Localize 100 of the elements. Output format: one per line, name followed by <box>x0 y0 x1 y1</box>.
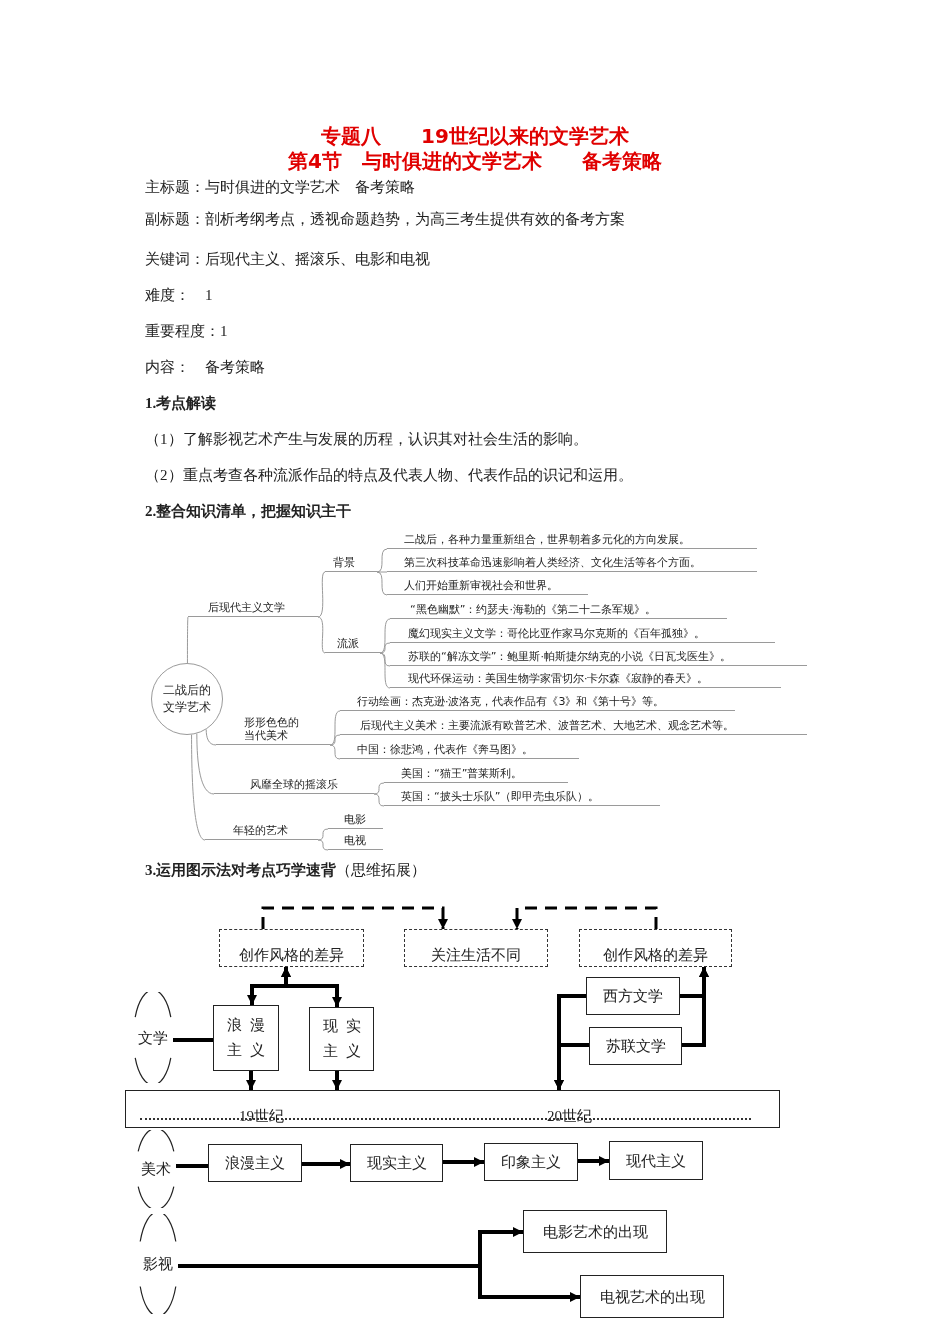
branch-topic <box>387 556 757 572</box>
branch-topic <box>325 637 380 653</box>
arrow <box>578 1156 609 1166</box>
branch-topic <box>325 556 377 572</box>
branch-line <box>373 782 385 795</box>
branch-line <box>379 652 391 689</box>
body-text: 3.运用图示法对考点巧学速背（思维拓展） <box>145 861 427 880</box>
branch-line <box>376 548 388 573</box>
branch-topic <box>390 603 727 619</box>
body-text: 难度： 1 <box>145 286 213 305</box>
branch-topic <box>188 601 318 617</box>
arrow <box>178 1264 580 1302</box>
node-text: 魔幻现实主义文学：哥伦比亚作家马尔克斯的《百年孤独》。 <box>408 627 705 640</box>
node-text: 美术 <box>141 1160 171 1179</box>
arrow <box>443 1157 484 1167</box>
branch-topic <box>387 533 757 549</box>
body-text: 副标题：剖析考纲考点，透视命题趋势，为高三考生提供有效的备考方案 <box>145 210 625 229</box>
body-text: 主标题：与时俱进的文学艺术 备考策略 <box>145 178 415 197</box>
arrow <box>261 906 448 929</box>
node-text: 影视 <box>143 1255 173 1274</box>
node-text: 电影 <box>344 813 366 826</box>
node-text: 电视 <box>344 834 366 847</box>
page-subtitle: 第4节 与时俱进的文学艺术 备考策略 <box>287 148 663 174</box>
branch-line <box>317 616 326 654</box>
node-text: “黑色幽默”：约瑟夫·海勒的《第二十二条军规》。 <box>410 603 656 616</box>
branch-topic <box>384 767 568 783</box>
arrow <box>281 967 342 1007</box>
process-box <box>350 1144 443 1182</box>
node-text: 浪漫主义 <box>225 1154 285 1173</box>
node-text: 背景 <box>333 556 355 569</box>
arrow <box>682 967 709 1047</box>
branch-line <box>317 839 329 851</box>
process-box <box>309 1007 374 1071</box>
node-text: 二战后，各种力量重新组合，世界朝着多元化的方向发展。 <box>404 533 690 546</box>
branch-line <box>379 618 391 654</box>
node-text: 形形色色的当代美术 <box>244 716 300 742</box>
branch-topic <box>384 790 660 806</box>
node-text: 创作风格的差异 <box>239 946 344 965</box>
node-text: 浪漫主义 <box>226 1015 274 1060</box>
branch-topic <box>205 824 318 840</box>
node-text: 年轻的艺术 <box>233 824 288 837</box>
process-box <box>213 1005 279 1071</box>
branch-line <box>196 733 215 795</box>
node-text: 风靡全球的摇滚乐 <box>250 778 338 791</box>
node-text: 苏联文学 <box>605 1037 666 1056</box>
arrow <box>332 1071 342 1090</box>
dashed-box <box>404 929 548 967</box>
branch-topic <box>390 650 807 666</box>
process-box <box>589 1027 682 1065</box>
section-heading: 2.整合知识清单，把握知识主干 <box>145 502 352 521</box>
node-text: 现代主义 <box>626 1151 686 1171</box>
node-text: 印象主义 <box>501 1153 561 1172</box>
node-text: 行动绘画：杰克逊·波洛克，代表作品有《3》和《第十号》等。 <box>357 695 665 708</box>
branch-line <box>317 571 326 618</box>
node-text: 关注生活不同 <box>431 946 521 965</box>
process-box <box>208 1144 302 1182</box>
process-box <box>484 1143 578 1181</box>
page-title: 专题八 19世纪以来的文学艺术 <box>320 124 630 148</box>
connector-line <box>176 1164 208 1168</box>
branch-line <box>373 793 385 807</box>
branch-line <box>379 642 391 654</box>
process-box <box>609 1141 703 1180</box>
branch-topic <box>340 719 807 735</box>
section-heading: 1.考点解读 <box>145 394 217 413</box>
node-text: 电影艺术的出现 <box>542 1222 648 1242</box>
node-text: 现实主义 <box>321 1016 370 1061</box>
node-text: 英国：“披头士乐队”（即甲壳虫乐队）。 <box>401 790 600 803</box>
branch-line <box>191 734 206 841</box>
process-box <box>523 1210 667 1253</box>
node-text: 人们开始重新审视社会和世界。 <box>404 579 558 592</box>
branch-line <box>329 744 341 760</box>
branch-line <box>376 571 388 596</box>
branch-line <box>329 734 341 746</box>
node-text: 19世纪 <box>238 1107 285 1125</box>
branch-topic <box>390 672 781 688</box>
node-text: 后现代主义美术：主要流派有欧普艺术、波普艺术、大地艺术、观念艺术等。 <box>360 719 734 732</box>
process-box <box>586 977 680 1015</box>
arrow <box>512 906 658 929</box>
node-text: 后现代主义文学 <box>208 601 285 614</box>
dashed-box <box>219 929 364 967</box>
process-box <box>580 1275 724 1318</box>
branch-line <box>329 710 341 746</box>
node-text: 美国：“猫王”普莱斯利。 <box>401 767 523 780</box>
arrow <box>302 1159 350 1169</box>
node-text: 二战后的文学艺术 <box>162 682 212 716</box>
body-text: 关键词：后现代主义、摇滚乐、电影和电视 <box>145 250 430 269</box>
node-text: 流派 <box>337 637 359 650</box>
node-text: 20世纪 <box>546 1107 593 1125</box>
node-text: 电视艺术的出现 <box>599 1287 705 1307</box>
branch-line <box>205 728 217 746</box>
connector-line <box>173 1038 213 1042</box>
node-text: 西方文学 <box>603 987 663 1006</box>
node-text: 现实主义 <box>366 1154 427 1173</box>
node-text: 苏联的“解冻文学”：鲍里斯·帕斯捷尔纳克的小说《日瓦戈医生》。 <box>408 650 731 663</box>
node-text: 文学 <box>138 1028 168 1048</box>
node-text: 现代环保运动：美国生物学家雷切尔·卡尔森《寂静的春天》。 <box>408 672 709 685</box>
branch-line <box>376 571 388 573</box>
node-text: 中国：徐悲鸿，代表作《奔马图》。 <box>357 743 533 756</box>
arrow <box>246 1071 256 1090</box>
branch-topic <box>387 579 588 595</box>
